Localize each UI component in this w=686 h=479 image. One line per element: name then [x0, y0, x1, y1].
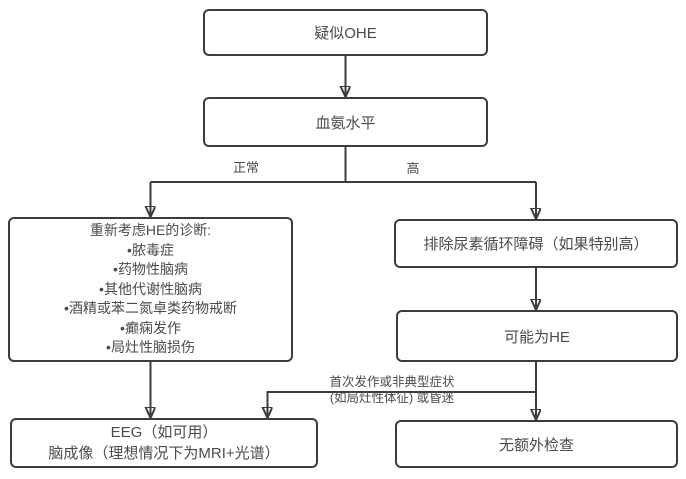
node-exclude-urea-cycle: 排除尿素循环障碍（如果特别高）	[394, 219, 678, 268]
node-possible-he: 可能为HE	[396, 310, 678, 362]
node-ammonia-level-label: 血氨水平	[315, 114, 376, 132]
node-ammonia-level: 血氨水平	[203, 97, 488, 147]
node-suspected-ohe: 疑似OHE	[203, 9, 488, 56]
edge-label-normal: 正常	[232, 160, 259, 175]
node-eeg-imaging: EEG（如可用） 脑成像（理想情况下为MRI+光谱）	[10, 418, 318, 468]
edge-label-atypical-line2: (如局灶性体征) 或昏迷	[329, 391, 455, 405]
connector-atypical-to-eeg	[268, 391, 536, 418]
node-suspected-ohe-label: 疑似OHE	[314, 25, 377, 42]
node-eeg-imaging-line1: EEG（如可用）	[110, 424, 218, 441]
node-possible-he-label: 可能为HE	[504, 328, 570, 346]
edge-label-high: 高	[406, 161, 420, 176]
node-reconsider-he-diagnosis: 重新考虑HE的诊断: •脓毒症 •药物性脑病 •其他代谢性脑病 •酒精或苯二氮卓…	[8, 217, 293, 362]
node-reconsider-he-item: •局灶性脑损伤	[106, 339, 195, 356]
node-exclude-urea-cycle-label: 排除尿素循环障碍（如果特别高）	[423, 236, 649, 253]
node-eeg-imaging-line2: 脑成像（理想情况下为MRI+光谱）	[48, 445, 280, 462]
node-no-extra-tests-label: 无额外检查	[498, 436, 574, 454]
node-reconsider-he-item: •脓毒症	[127, 241, 174, 258]
edge-label-atypical: 首次发作或非典型症状 (如局灶性体征) 或昏迷	[302, 374, 482, 406]
node-no-extra-tests: 无额外检查	[395, 420, 678, 468]
node-reconsider-he-title: 重新考虑HE的诊断:	[89, 222, 212, 239]
node-reconsider-he-item: •癫痫发作	[120, 319, 181, 336]
node-reconsider-he-item: •其他代谢性脑病	[99, 280, 202, 297]
edge-label-atypical-line1: 首次发作或非典型症状	[329, 375, 455, 389]
node-reconsider-he-item: •酒精或苯二氮卓类药物戒断	[64, 300, 237, 317]
node-reconsider-he-item: •药物性脑病	[113, 261, 188, 278]
